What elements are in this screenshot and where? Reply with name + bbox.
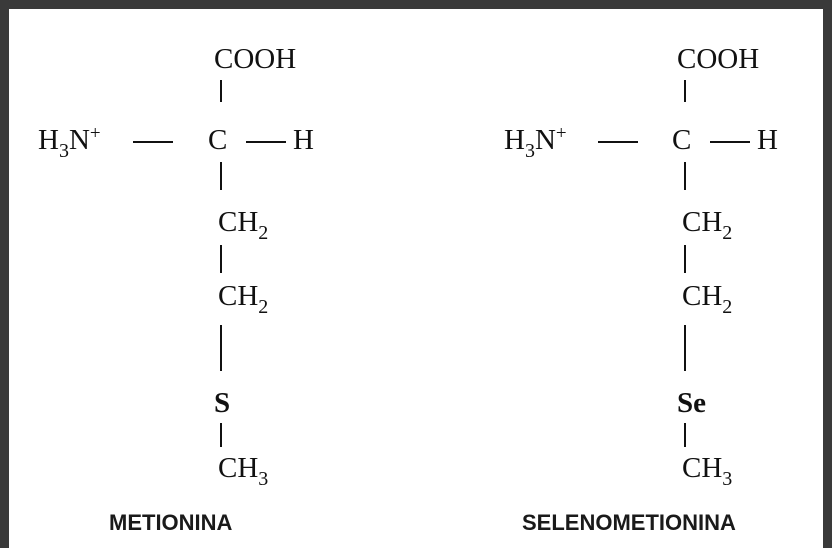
- caption-selenomethionine: SELENOMETIONINA: [522, 510, 736, 535]
- methylene-1-base: CH: [682, 206, 723, 238]
- selenium-atom: Se: [677, 387, 706, 419]
- amino-hydrogen: H: [38, 124, 59, 156]
- bond-alpha-chain1: [220, 162, 222, 190]
- bond-carboxyl-alpha: [684, 80, 686, 102]
- carboxyl-group: COOH: [214, 43, 297, 75]
- methylene-1-base: CH: [218, 206, 259, 238]
- methylene-2-count: 2: [722, 296, 733, 318]
- amino-hydrogen-count: 3: [524, 140, 535, 162]
- alpha-hydrogen: H: [757, 124, 778, 156]
- bond-carboxyl-alpha: [220, 80, 222, 102]
- methylene-2-base: CH: [682, 280, 723, 312]
- methylene-2: CH2: [218, 280, 268, 318]
- methylene-2-base: CH: [218, 280, 259, 312]
- terminal-methyl-count: 3: [722, 468, 733, 490]
- amino-nitrogen: N: [534, 124, 556, 156]
- methylene-1-count: 2: [258, 222, 269, 244]
- bond-chain1-chain2: [220, 245, 222, 273]
- bond-alpha-hydrogen: [710, 141, 750, 143]
- amino-charge: +: [89, 123, 101, 144]
- alpha-hydrogen: H: [293, 124, 314, 156]
- methylene-2: CH2: [682, 280, 732, 318]
- amino-hydrogen: H: [504, 124, 525, 156]
- terminal-methyl: CH3: [218, 452, 268, 490]
- bond-alpha-hydrogen: [246, 141, 286, 143]
- alpha-carbon: C: [672, 124, 692, 156]
- terminal-methyl: CH3: [682, 452, 732, 490]
- methylene-1: CH2: [218, 206, 268, 244]
- amino-group: H3N+: [504, 123, 567, 161]
- bond-chain2-hetero: [684, 325, 686, 371]
- bond-alpha-chain1: [684, 162, 686, 190]
- methylene-2-count: 2: [258, 296, 269, 318]
- amino-nitrogen: N: [68, 124, 90, 156]
- caption-methionine: METIONINA: [109, 510, 233, 535]
- carboxyl-group: COOH: [677, 43, 760, 75]
- terminal-methyl-base: CH: [682, 452, 723, 484]
- alpha-carbon: C: [208, 124, 228, 156]
- bond-amino-alpha: [133, 141, 173, 143]
- amino-hydrogen-count: 3: [58, 140, 69, 162]
- bond-chain2-hetero: [220, 325, 222, 371]
- bond-hetero-terminal: [220, 423, 222, 447]
- amino-charge: +: [555, 123, 567, 144]
- methylene-1-count: 2: [722, 222, 733, 244]
- terminal-methyl-count: 3: [258, 468, 269, 490]
- methylene-1: CH2: [682, 206, 732, 244]
- terminal-methyl-base: CH: [218, 452, 259, 484]
- bond-chain1-chain2: [684, 245, 686, 273]
- sulfur-atom: S: [214, 387, 231, 419]
- amino-group: H3N+: [38, 123, 101, 161]
- bond-amino-alpha: [598, 141, 638, 143]
- bond-hetero-terminal: [684, 423, 686, 447]
